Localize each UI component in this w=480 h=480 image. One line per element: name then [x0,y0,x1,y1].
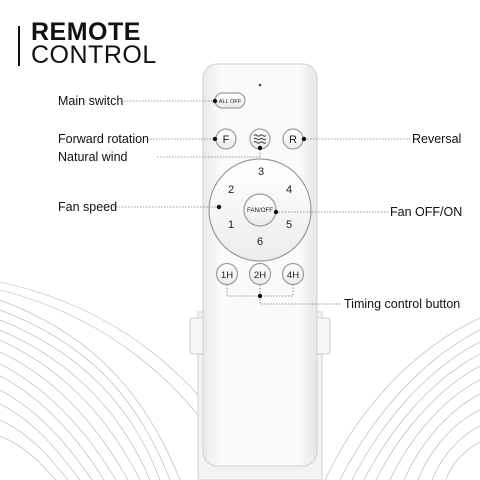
callout-fan-off-on: Fan OFF/ON [390,205,463,219]
timer-4h-label: 4H [287,270,299,281]
fan-off-on-label: FAN/OFF [247,207,273,214]
reverse-button[interactable]: R [282,128,304,150]
callout-main-switch: Main switch [58,94,124,108]
wave-icon [253,134,267,144]
speed-4-button[interactable]: 4 [286,184,292,196]
forward-label: F [223,134,230,146]
speed-6-button[interactable]: 6 [257,236,263,248]
callout-timing-control: Timing control button [344,297,461,311]
callout-natural-wind: Natural wind [58,150,128,164]
page-title-line1: REMOTE [31,18,141,46]
timer-2h-button[interactable]: 2H [248,262,272,286]
callout-forward-rotation: Forward rotation [58,132,150,146]
speed-3-button[interactable]: 3 [258,166,264,178]
speed-5-button[interactable]: 5 [286,219,292,231]
timer-1h-label: 1H [221,270,233,281]
speed-dial[interactable]: FAN/OFF 3 2 4 1 5 6 [208,158,312,262]
page-title-line2: CONTROL [31,41,157,69]
timer-4h-button[interactable]: 4H [281,262,305,286]
decorative-wave-lines-right [324,317,480,480]
speed-2-button[interactable]: 2 [228,184,234,196]
all-off-label: ALL OFF [219,99,242,105]
timer-1h-button[interactable]: 1H [215,262,239,286]
indicator-led [258,83,262,87]
natural-wind-button[interactable] [249,128,271,150]
all-off-button[interactable]: ALL OFF [214,92,246,109]
callout-dots [212,98,307,299]
callout-fan-speed: Fan speed [58,200,118,214]
timer-2h-label: 2H [254,270,266,281]
title-bar [18,26,20,66]
callout-reversal: Reversal [412,132,462,146]
speed-1-button[interactable]: 1 [228,219,234,231]
forward-button[interactable]: F [215,128,237,150]
reverse-label: R [289,134,297,146]
